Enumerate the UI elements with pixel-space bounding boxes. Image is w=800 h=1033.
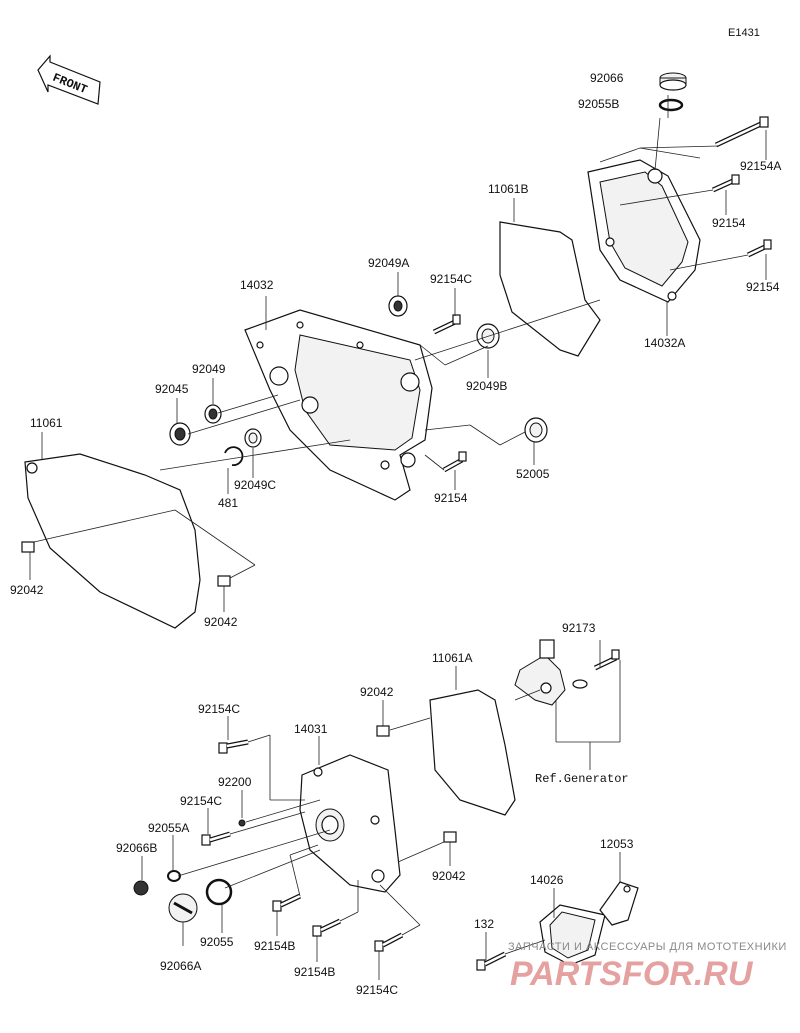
generator-cover-14031 (299, 754, 401, 893)
label-92154B-a: 92154B (254, 939, 295, 953)
sprocket-cover-14026 (539, 904, 606, 966)
oil-seal-92049C (244, 428, 262, 448)
label-92049B: 92049B (466, 379, 507, 393)
oil-seal-52005 (524, 417, 548, 443)
label-92042-c: 92042 (360, 685, 394, 699)
label-92066: 92066 (590, 71, 624, 85)
label-481: 481 (218, 496, 238, 510)
label-92049C: 92049C (234, 478, 276, 492)
o-ring-92055A (167, 870, 181, 882)
bearing-92045 (169, 422, 191, 446)
label-12053: 12053 (600, 837, 634, 851)
plug-92066A (168, 893, 198, 923)
oil-seal-92049A (388, 295, 408, 317)
watermark-tagline: ЗАПЧАСТИ И АКСЕССУАРЫ ДЛЯ МОТОТЕХНИКИ (508, 941, 787, 953)
oil-seal-92049 (204, 404, 222, 424)
label-92154B-b: 92154B (294, 965, 335, 979)
chain-guide-12053 (599, 881, 639, 926)
inner-cover-14032 (244, 309, 433, 501)
label-92154C-lower-b: 92154C (180, 794, 222, 808)
label-92042-a: 92042 (10, 583, 44, 597)
gasket-11061-hole (26, 462, 38, 474)
bolt-92154C-upper (432, 314, 461, 335)
label-92154-b: 92154 (746, 280, 780, 294)
bolt-132 (476, 951, 507, 971)
label-92154-a: 92154 (712, 216, 746, 230)
label-132: 132 (474, 917, 494, 931)
dowel-pin-92042-c (376, 725, 390, 737)
label-92045: 92045 (155, 382, 189, 396)
dowel-pin-92042-a (21, 541, 35, 553)
dowel-pin-92042-b (217, 575, 231, 587)
bolt-92154A (714, 116, 769, 148)
label-92154A: 92154A (740, 159, 781, 173)
label-92173: 92173 (562, 621, 596, 635)
label-14032A: 14032A (644, 336, 685, 350)
bolt-92154-b (746, 239, 772, 258)
bolt-92154C-lower-a (218, 739, 249, 754)
dowel-pin-92042-d (443, 831, 457, 843)
o-ring-92055B (658, 98, 684, 112)
ref-generator-label: Ref.Generator (535, 772, 629, 786)
generator-bracket (514, 639, 588, 706)
label-92055B: 92055B (578, 97, 619, 111)
label-92200: 92200 (218, 775, 252, 789)
gasket-11061A (429, 689, 516, 816)
label-14032: 14032 (240, 278, 274, 292)
watermark-logo: PARTSFOR.RU (510, 955, 754, 993)
front-arrow-icon: FRONT (37, 54, 101, 105)
label-52005: 52005 (516, 467, 550, 481)
cap-plug-92066 (659, 72, 687, 91)
label-92049A: 92049A (368, 256, 409, 270)
gasket-11061 (24, 453, 201, 629)
label-92154-middle: 92154 (434, 491, 468, 505)
label-92049: 92049 (192, 362, 226, 376)
washer-92200 (238, 819, 246, 827)
leader-lines-lower (141, 640, 621, 980)
diagram-code: E1431 (728, 27, 760, 39)
label-11061A: 11061A (432, 651, 472, 665)
label-92042-b: 92042 (204, 615, 238, 629)
bolt-92154-a (711, 174, 740, 193)
circlip-481 (224, 446, 244, 466)
o-ring-92055 (205, 878, 233, 906)
label-92042-d: 92042 (432, 869, 466, 883)
label-14026: 14026 (530, 873, 564, 887)
bolt-92173 (593, 649, 620, 671)
label-14031: 14031 (294, 722, 328, 736)
gasket-11061B (499, 221, 601, 357)
plug-92066B (133, 880, 149, 896)
bolt-92154B-a (272, 893, 302, 912)
label-11061B: 11061B (488, 182, 528, 196)
label-92066A: 92066A (160, 959, 201, 973)
label-11061: 11061 (30, 416, 63, 430)
label-92066B: 92066B (116, 841, 157, 855)
label-92154C-lower-c: 92154C (356, 983, 398, 997)
bolt-92154-middle (442, 451, 467, 473)
label-92055A: 92055A (148, 821, 189, 835)
label-92154C-lower-a: 92154C (198, 702, 240, 716)
bolt-92154B-b (312, 918, 342, 937)
label-92154C-upper: 92154C (430, 272, 472, 286)
label-92055: 92055 (200, 935, 234, 949)
outer-cover-14032A (587, 159, 701, 303)
leader-lines-upper (29, 95, 767, 612)
bolt-92154C-lower-b (201, 831, 231, 846)
bolt-92154C-lower-c (374, 932, 404, 952)
